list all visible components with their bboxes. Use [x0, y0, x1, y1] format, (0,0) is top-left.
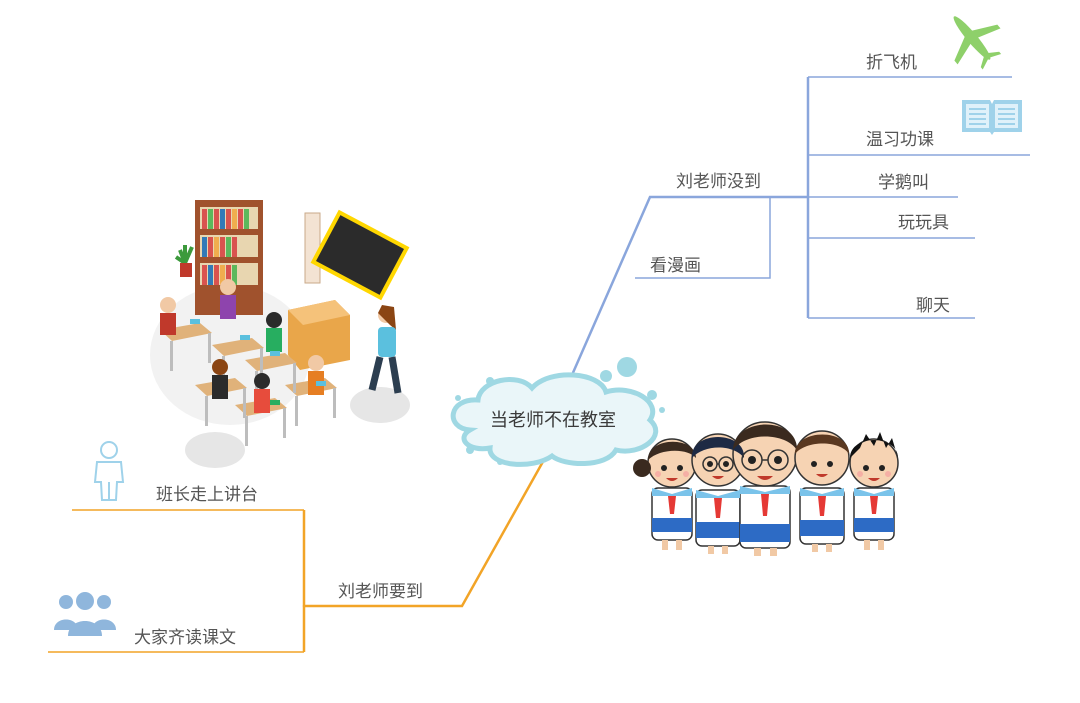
airplane-icon	[940, 6, 1004, 70]
open-book-icon	[960, 96, 1024, 136]
absent-item-goose-call: 学鹅叫	[878, 173, 929, 193]
absent-branch-label: 刘老师没到	[676, 172, 761, 192]
group-icon	[52, 590, 118, 636]
classroom-illustration	[140, 195, 410, 475]
absent-item-play-toys: 玩玩具	[898, 213, 949, 233]
arriving-item-monitor-podium: 班长走上讲台	[156, 485, 258, 505]
absent-branch-line	[572, 197, 808, 375]
arriving-branch-label: 刘老师要到	[338, 582, 423, 602]
center-topic-label: 当老师不在教室	[490, 406, 616, 432]
absent-item-read-comics: 看漫画	[650, 256, 701, 276]
absent-item-review-lessons: 温习功课	[866, 130, 934, 150]
person-icon	[92, 440, 126, 502]
students-cartoon-illustration	[630, 408, 915, 560]
arriving-item-read-aloud: 大家齐读课文	[134, 628, 236, 648]
absent-item-chat: 聊天	[916, 296, 950, 316]
absent-item-fold-planes: 折飞机	[866, 53, 917, 73]
